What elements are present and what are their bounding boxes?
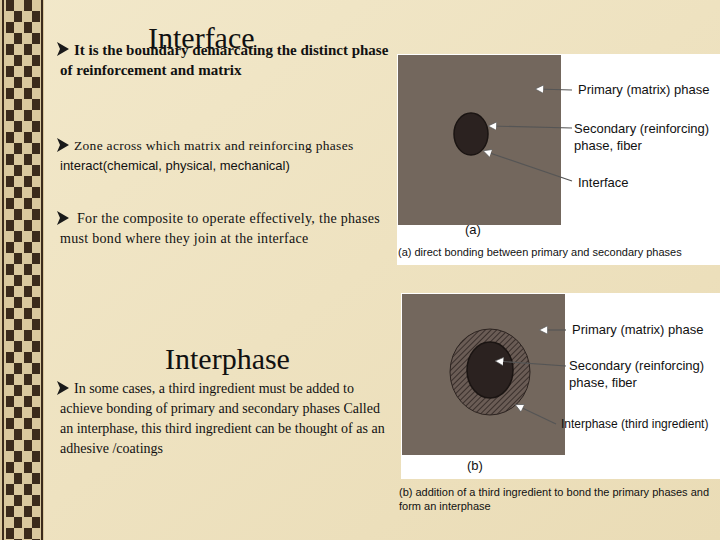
callout-label: Secondary (reinforcing) phase, fiber [569, 357, 714, 391]
decorative-strip [0, 0, 44, 540]
callout-label: Primary (matrix) phase [578, 82, 709, 98]
bullet-arrows [57, 42, 69, 395]
bullet-text: interact(chemical, physical, mechanical) [60, 157, 290, 175]
callout-label: Interface [578, 175, 629, 191]
figure-letter: (a) [465, 222, 481, 238]
bullet-text: Zone across which matrix and reinforcing… [74, 137, 354, 155]
bullet-text: It is the boundary demarcating the disti… [60, 40, 390, 80]
callout-label: Interphase (third ingredient) [561, 416, 708, 432]
callout-label: Primary (matrix) phase [572, 322, 703, 338]
figure-letter: (b) [467, 458, 483, 474]
figure-caption: (a) direct bonding between primary and s… [398, 245, 682, 259]
callout-label: Secondary (reinforcing) phase, fiber [574, 120, 714, 154]
bullet-text: In some cases, a third ingredient must b… [60, 379, 396, 459]
figure-a [397, 54, 720, 265]
figure-caption: (b) addition of a third ingredient to bo… [399, 485, 714, 513]
slide-heading: Interphase [165, 341, 290, 377]
figure-b [401, 293, 720, 479]
bullet-text: For the composite to operate effectively… [60, 209, 398, 249]
